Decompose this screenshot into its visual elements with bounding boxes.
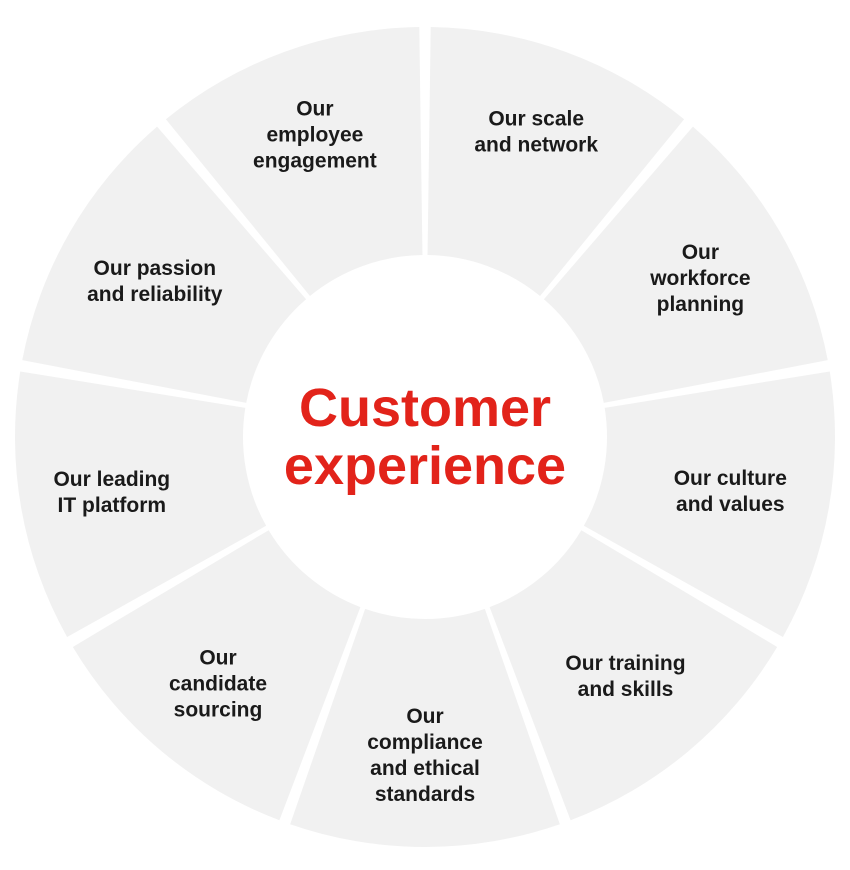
segment-label: Our leading IT platform xyxy=(53,468,170,517)
wheel-segment xyxy=(22,126,307,403)
wheel-segment xyxy=(427,27,685,296)
segment-label-line: Our xyxy=(682,241,719,264)
segment-label-line: Our passion xyxy=(94,257,217,280)
wheel-segment xyxy=(14,371,267,638)
segment-label-line: Our xyxy=(406,705,443,728)
segment-label: Our scale and network xyxy=(474,108,598,157)
wheel-segment xyxy=(165,27,423,296)
segment-label-line: Our scale xyxy=(488,108,584,131)
segment-label-line: employee xyxy=(266,123,363,146)
wheel-segment xyxy=(290,608,560,847)
segment-label-line: standards xyxy=(375,783,475,806)
segment-label: Our workforce planning xyxy=(649,241,750,316)
segment-label-line: Our xyxy=(296,97,333,120)
segment-label: Our culture and values xyxy=(674,467,787,516)
wheel-segment xyxy=(489,530,778,821)
segment-label-line: compliance xyxy=(367,731,483,754)
segment-label-line: Our training xyxy=(565,652,685,675)
segment-label: Our passion and reliability xyxy=(87,257,223,306)
wheel-segment xyxy=(543,126,828,403)
segment-label-line: and network xyxy=(474,134,598,157)
segment-label-line: IT platform xyxy=(58,494,167,517)
segment-label-line: workforce xyxy=(649,267,750,290)
segment-label-line: and ethical xyxy=(370,757,480,780)
segment-label-line: Our leading xyxy=(53,468,170,491)
segment-label: Our employee engagement xyxy=(253,97,377,172)
segment-label-line: and values xyxy=(676,493,785,516)
segment-label-line: and skills xyxy=(578,678,674,701)
segment-label: Our candidate sourcing xyxy=(169,647,267,722)
wheel-segment xyxy=(583,371,836,638)
segment-label-line: and reliability xyxy=(87,283,223,306)
wheel-segment xyxy=(72,530,361,821)
center-title-line: experience xyxy=(284,436,566,496)
segment-label-line: planning xyxy=(657,293,745,316)
segment-label-line: candidate xyxy=(169,673,267,696)
center-title-line: Customer xyxy=(299,378,551,438)
segment-label: Our training and skills xyxy=(565,652,685,701)
segment-label-line: sourcing xyxy=(174,699,263,722)
wheel-segments xyxy=(14,27,836,847)
segment-label-line: engagement xyxy=(253,149,377,172)
segment-label: Our compliance and ethical standards xyxy=(367,705,483,806)
segment-label-line: Our xyxy=(199,647,236,670)
segment-label-line: Our culture xyxy=(674,467,787,490)
